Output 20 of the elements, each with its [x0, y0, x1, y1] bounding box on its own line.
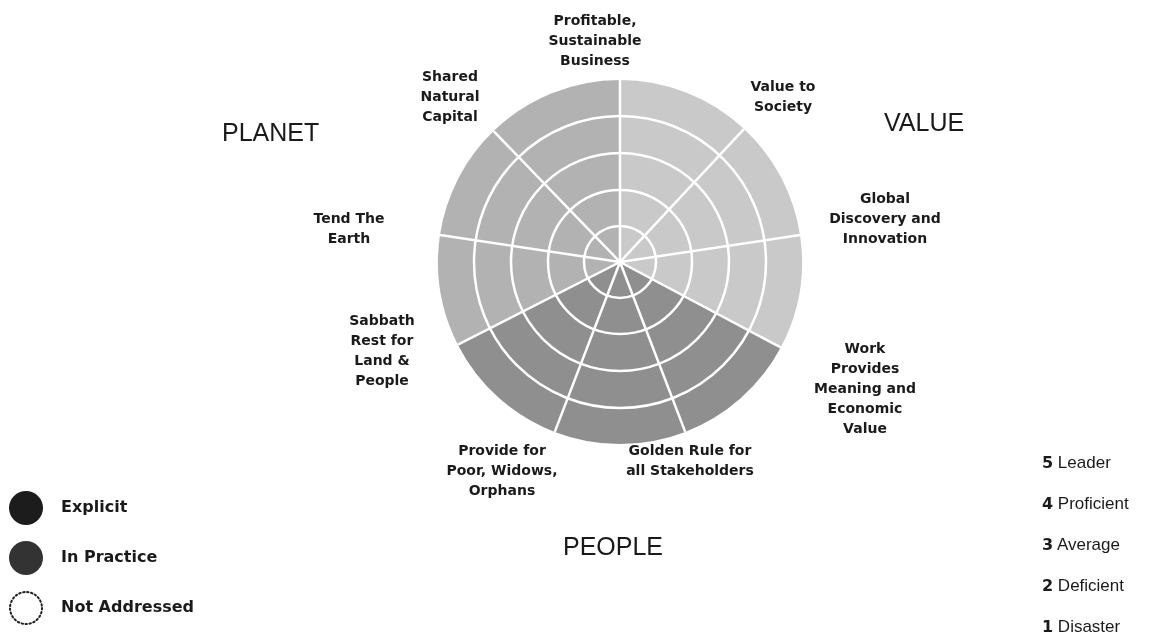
rating-label: 4 Proficient: [1042, 494, 1129, 514]
group-label: VALUE: [884, 108, 965, 137]
segment-label: Shared Natural Capital: [419, 67, 481, 126]
legend-label: Not Addressed: [61, 597, 194, 616]
segment-label: Work Provides Meaning and Economic Value: [813, 339, 917, 438]
segment-label: Provide for Poor, Widows, Orphans: [445, 441, 559, 500]
legend-label: Explicit: [61, 497, 128, 516]
segment-label: Tend The Earth: [312, 209, 386, 248]
group-label: PEOPLE: [563, 532, 664, 561]
rating-label: 1 Disaster: [1042, 617, 1121, 637]
legend-label: In Practice: [61, 547, 158, 566]
segment-label: Profitable, Sustainable Business: [547, 11, 643, 70]
segment-label: Value to Society: [749, 77, 817, 116]
segment-label: Sabbath Rest for Land & People: [348, 311, 416, 390]
rating-label: 5 Leader: [1042, 453, 1111, 473]
segment-label: Golden Rule for all Stakeholders: [625, 441, 755, 480]
group-label: PLANET: [222, 118, 320, 147]
segment-label: Global Discovery and Innovation: [829, 189, 941, 248]
rating-label: 2 Deficient: [1042, 576, 1124, 596]
rating-label: 3 Average: [1042, 535, 1120, 555]
